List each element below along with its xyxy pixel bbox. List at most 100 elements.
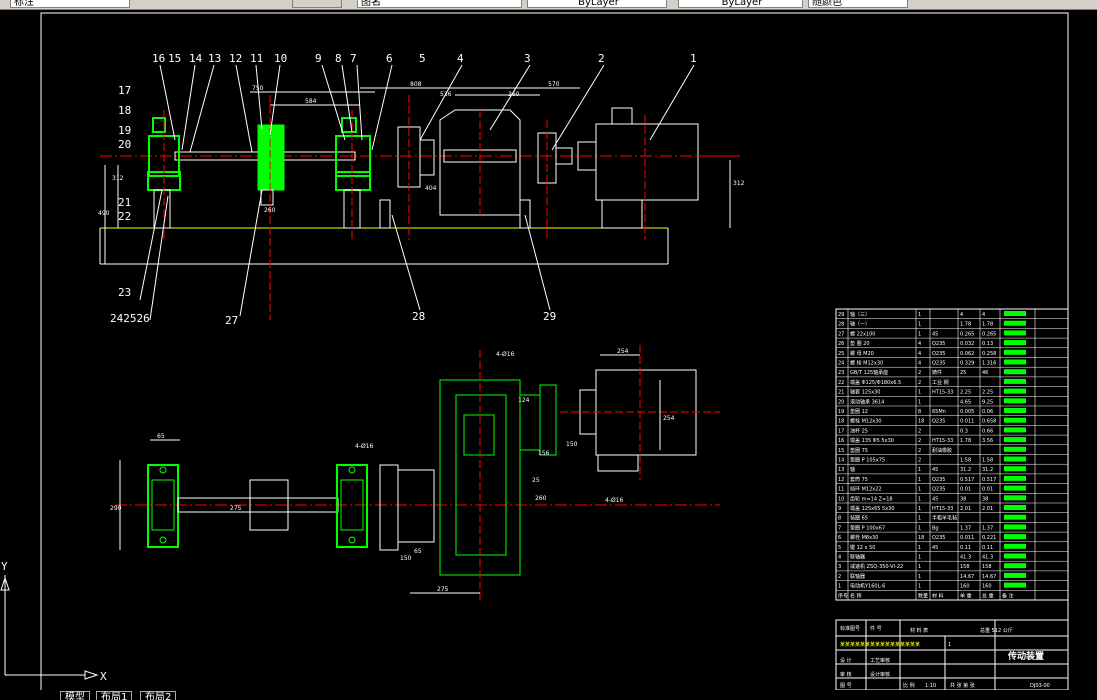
bom-marker — [1004, 475, 1026, 481]
bom-marker — [1004, 543, 1026, 549]
tab-layout-2[interactable]: 布局2 — [140, 691, 177, 700]
dim-text: 260 — [264, 207, 276, 214]
part-label: 29 — [543, 310, 556, 323]
part-label: 8 — [335, 52, 342, 65]
bom-cell: 2 — [918, 448, 921, 454]
bom-cell: 0.517 — [982, 477, 996, 483]
part-label: 6 — [386, 52, 393, 65]
bom-header-cell: 名 称 — [850, 592, 862, 599]
part-labels-left: 17 18 19 20 21 22 23 242526 — [110, 84, 169, 325]
tab-model[interactable]: 模型 — [60, 691, 90, 700]
bom-marker — [1004, 330, 1026, 336]
dim-text: 584 — [305, 98, 317, 105]
bom-header-cell: 材 料 — [932, 592, 944, 599]
bom-cell: 0.062 — [960, 351, 974, 357]
bom-marker — [1004, 466, 1026, 472]
bom-cell: 端盖 125x65 5x30 — [850, 505, 895, 512]
part-label: 14 — [189, 52, 203, 65]
bom-marker — [1004, 311, 1026, 316]
part-label: 23 — [118, 286, 131, 299]
bom-cell: 160 — [982, 584, 992, 590]
bom-cell: 22 — [838, 380, 844, 386]
dim-text: 124 — [518, 397, 530, 404]
ratio-label: 比 例 — [903, 682, 915, 689]
bom-cell: 158 — [982, 564, 992, 570]
style-dropdown[interactable]: 图名 — [357, 0, 522, 8]
bom-cell: 20 — [838, 399, 844, 405]
material-label: 材 料 表 — [910, 627, 928, 634]
bom-marker — [1004, 582, 1026, 588]
bom-cell: 端盖 135 Φ5 5x30 — [850, 437, 894, 444]
bom-marker — [1004, 485, 1026, 491]
bom-cell: 油杯 25 — [850, 427, 868, 434]
bom-cell: 0.11 — [960, 545, 971, 551]
bom-cell: 1.316 — [982, 361, 996, 367]
bom-cell: 2.25 — [982, 390, 993, 396]
bom-cell: 1.37 — [982, 525, 993, 531]
bom-cell: 垫圈 P 100x67 — [850, 524, 885, 531]
layer-dropdown[interactable]: 标注 — [10, 0, 130, 8]
color-dropdown[interactable]: 随颜色 — [808, 0, 908, 8]
dim-text: 536 — [440, 91, 452, 98]
color-value: 随颜色 — [812, 0, 842, 8]
bom-cell: 14.67 — [982, 574, 996, 580]
dim-text: 290 — [110, 505, 122, 512]
cad-drawing[interactable]: 16 15 14 13 12 11 10 9 8 7 6 5 4 3 2 1 1… — [0, 10, 1074, 690]
bom-cell: 38 — [960, 496, 966, 502]
bom-cell: 0.221 — [982, 535, 996, 541]
weight-label: 总重 512 公斤 — [980, 627, 1013, 634]
toolbar: 标注 图名 ByLayer ByLayer 随颜色 — [0, 0, 1097, 10]
dim-text: 260 — [535, 495, 547, 502]
bom-header-cell: 总 重 — [982, 592, 994, 599]
bom-cell: 轴（三） — [850, 311, 870, 318]
part-label: 20 — [118, 138, 131, 151]
scale-value: 1:10 — [925, 683, 936, 689]
bom-cell: 31.2 — [960, 467, 971, 473]
bom-cell: 17 — [838, 428, 844, 434]
bom-cell: 1.78 — [960, 438, 971, 444]
bom-cell: 38 — [982, 496, 988, 502]
dim-text: 25 — [532, 477, 540, 484]
part-label: 18 — [118, 104, 131, 117]
bom-marker — [1004, 378, 1026, 384]
linetype-dropdown-2[interactable]: ByLayer — [678, 0, 803, 8]
dim-text: 156 — [538, 450, 550, 457]
tab-layout-1[interactable]: 布局1 — [96, 691, 133, 700]
bom-marker — [1004, 553, 1026, 559]
plan-view — [115, 345, 720, 600]
vertical-scrollbar[interactable] — [1074, 10, 1097, 700]
bom-cell: 0.032 — [960, 341, 974, 347]
dim-text: 65 — [157, 433, 165, 440]
bom-cell: 18 — [918, 419, 924, 425]
dim-text: 150 — [400, 555, 412, 562]
linetype-dropdown-1[interactable]: ByLayer — [527, 0, 667, 8]
bom-cell: 2 — [838, 574, 841, 580]
bom-cell: 0.66 — [982, 428, 993, 434]
bom-cell: 9.25 — [982, 399, 993, 405]
drawing-frame — [40, 12, 1069, 690]
bom-marker — [1004, 398, 1026, 404]
bom-cell: 14.67 — [960, 574, 974, 580]
bom-marker — [1004, 446, 1026, 452]
bom-cell: 齿轮 m=14 Z=18 — [850, 495, 893, 502]
dim-text: 4-Ø16 — [605, 497, 624, 504]
bom-cell: 45 — [932, 467, 938, 473]
layer-name: 标注 — [14, 0, 34, 8]
bom-cell: 1 — [918, 331, 921, 337]
bom-cell: 4 — [918, 351, 921, 357]
bom-cell: 4 — [960, 312, 963, 318]
bom-marker — [1004, 534, 1026, 540]
bom-cell: 18 — [838, 419, 844, 425]
bom-cell: 电动机Y160L-6 — [850, 583, 885, 590]
bom-cell: HT15-33 — [932, 390, 953, 396]
bom-header-cell: 单 重 — [960, 592, 972, 599]
bom-cell: 46 — [982, 370, 988, 376]
bom-marker — [1004, 417, 1026, 423]
layer-tools[interactable] — [292, 0, 342, 8]
bom-cell: 0.329 — [960, 361, 974, 367]
bom-cell: 1 — [918, 312, 921, 318]
bom-cell: 1 — [918, 487, 921, 493]
bom-marker — [1004, 320, 1026, 326]
bom-cell: 8 — [918, 409, 921, 415]
